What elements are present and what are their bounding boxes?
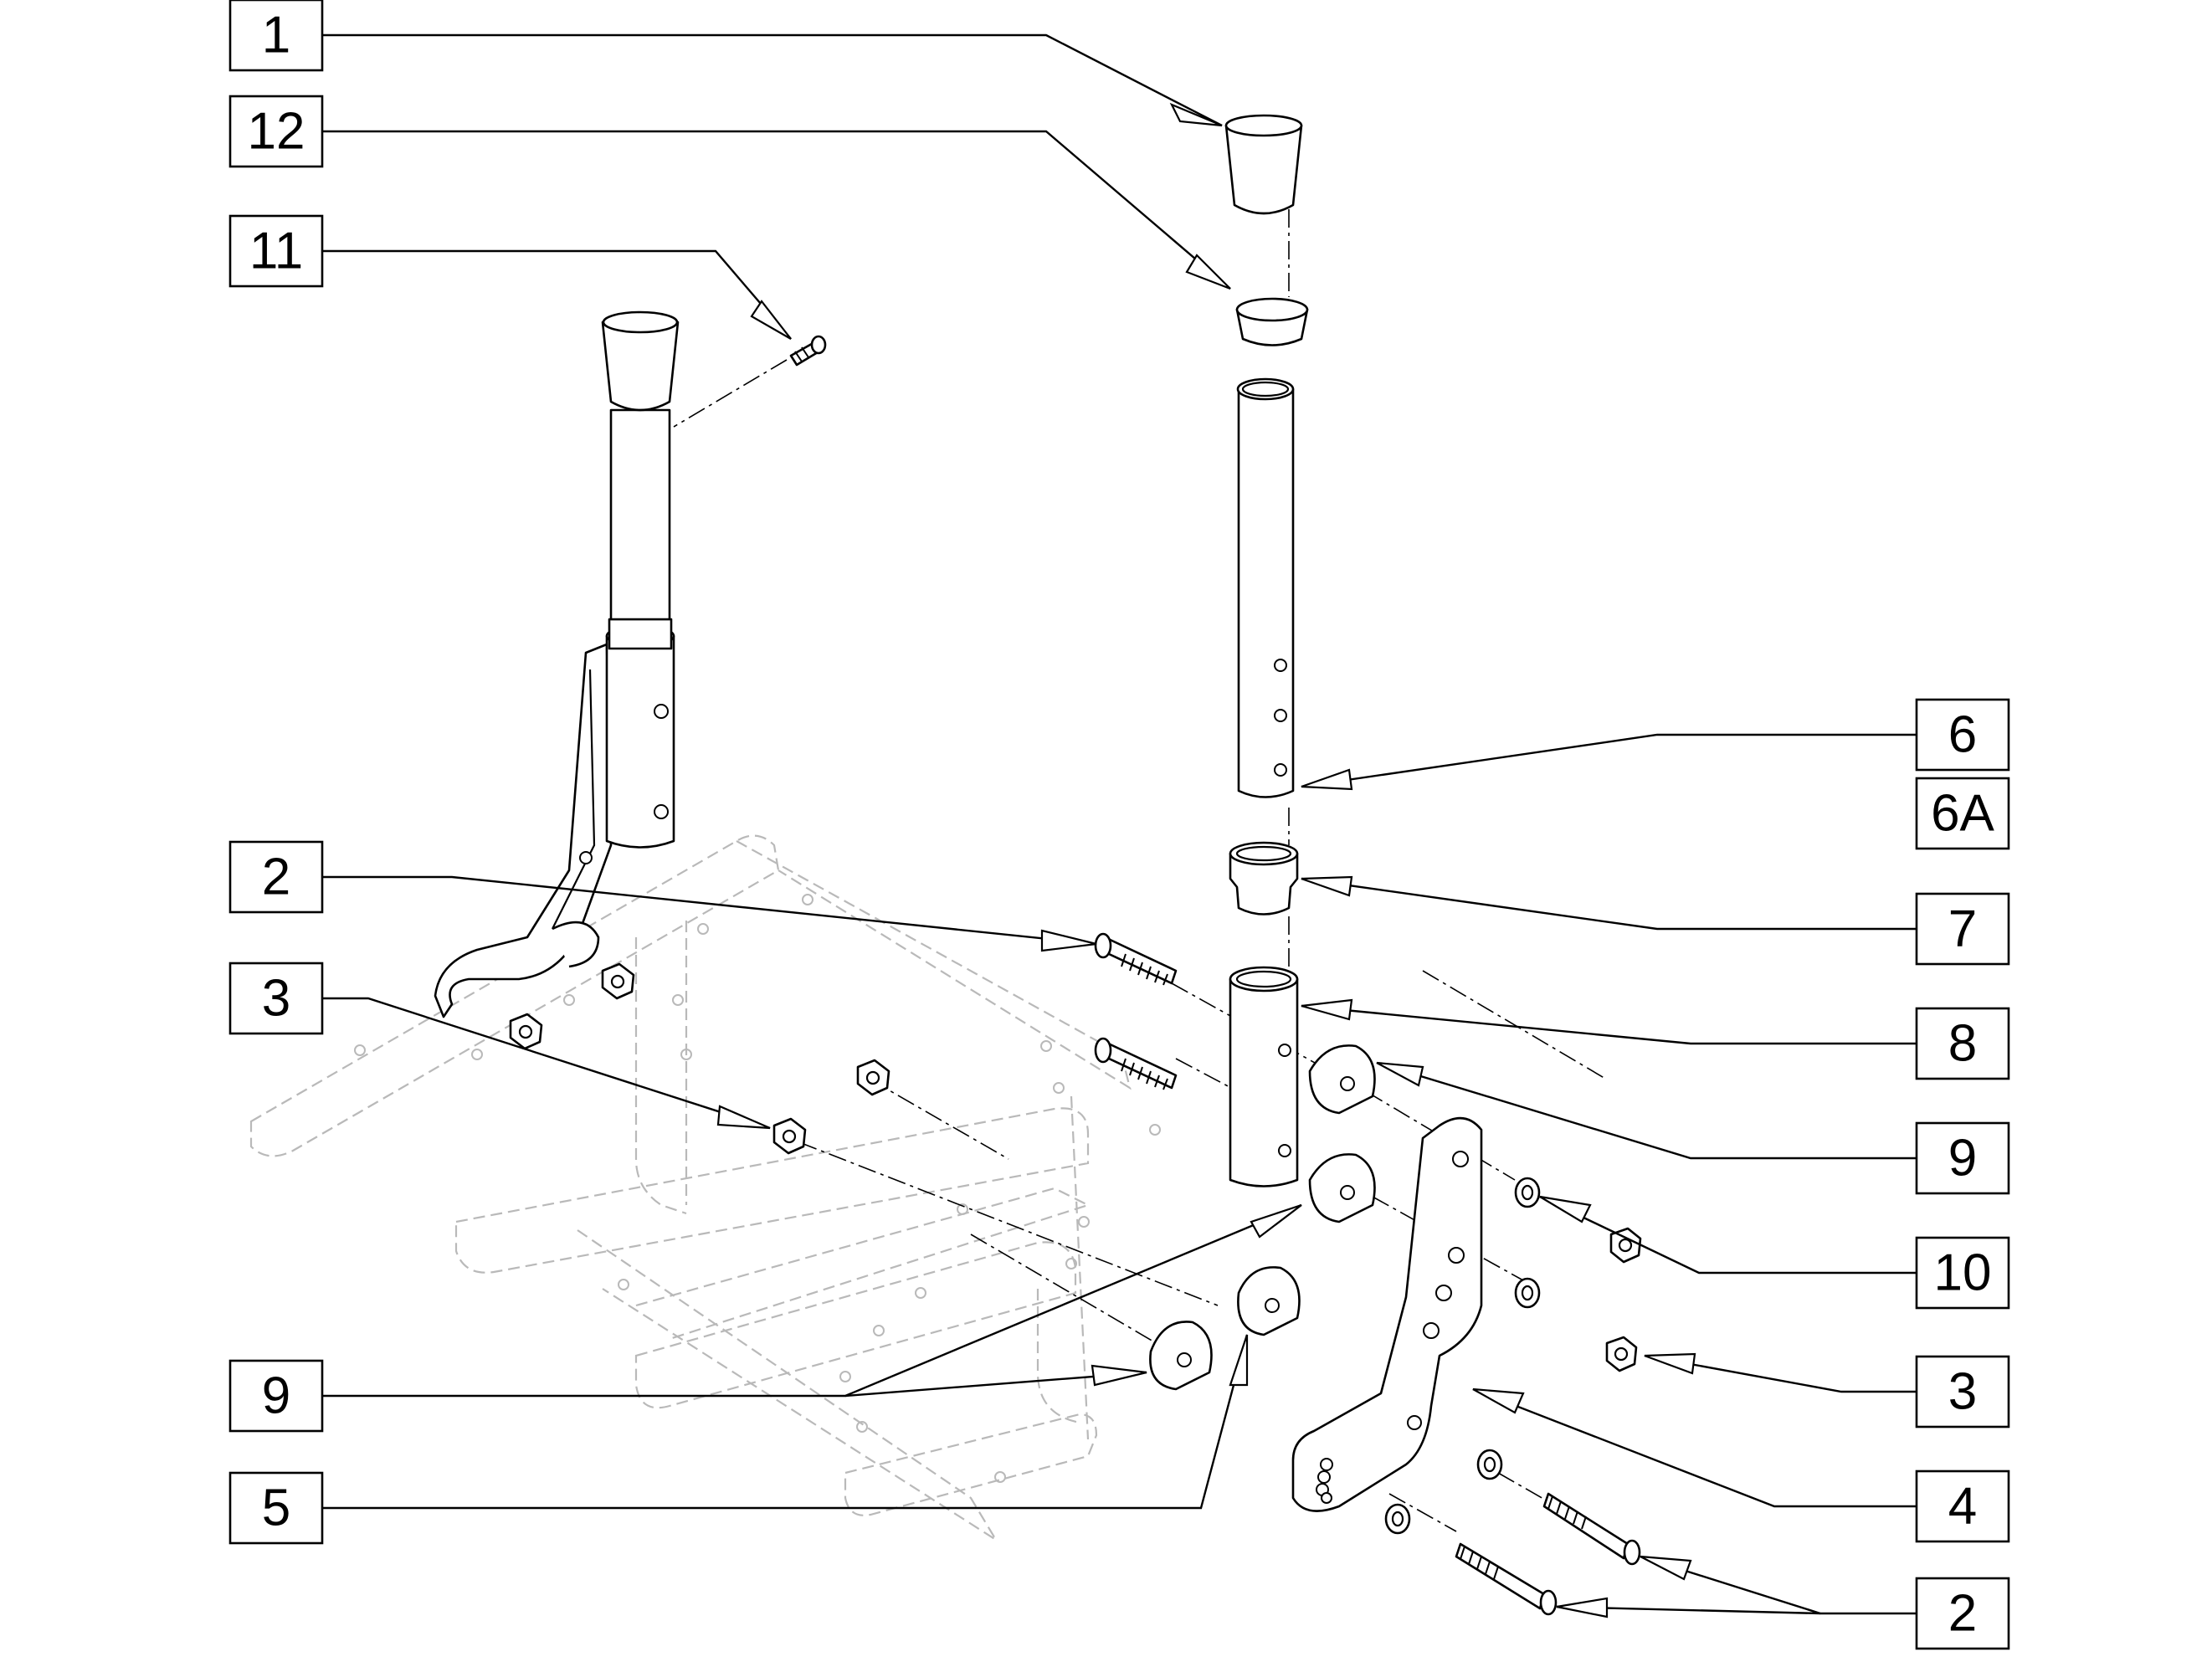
screw-part-11 bbox=[789, 335, 827, 367]
bushing-part-7 bbox=[1229, 841, 1299, 916]
callout-6: 6 bbox=[1915, 698, 2010, 772]
spacer-part-9-lower bbox=[1149, 1321, 1213, 1391]
callout-11: 11 bbox=[228, 214, 324, 288]
bolt-part-2-lower bbox=[1455, 1492, 1641, 1616]
callout-9-left: 9 bbox=[228, 1359, 324, 1433]
bolt-part-2-upper bbox=[1094, 932, 1178, 1090]
callout-12: 12 bbox=[228, 95, 324, 168]
callout-label-6: 6 bbox=[1948, 706, 1977, 764]
leader-lines bbox=[322, 33, 1917, 1618]
callout-label-10: 10 bbox=[1934, 1244, 1992, 1302]
callout-label-11: 11 bbox=[249, 223, 303, 280]
spacer-part-9-upper bbox=[1308, 1044, 1376, 1115]
spacer-part-9-middle bbox=[1308, 1153, 1376, 1223]
callout-2-left: 2 bbox=[228, 840, 324, 914]
callout-label-2-left: 2 bbox=[262, 849, 290, 906]
callout-3-right: 3 bbox=[1915, 1355, 2010, 1428]
callout-label-8: 8 bbox=[1948, 1015, 1977, 1073]
callout-label-7: 7 bbox=[1948, 900, 1977, 958]
assembled-armrest-left bbox=[434, 310, 680, 1018]
callout-3-left: 3 bbox=[228, 962, 324, 1035]
callout-label-6A: 6A bbox=[1931, 785, 1994, 843]
callout-9-right: 9 bbox=[1915, 1121, 2010, 1195]
mounting-plate-part-4 bbox=[1291, 1116, 1483, 1512]
callout-6A: 6A bbox=[1915, 777, 2010, 850]
callout-label-1: 1 bbox=[262, 7, 290, 64]
callout-2-right: 2 bbox=[1915, 1577, 2010, 1650]
callout-7: 7 bbox=[1915, 892, 2010, 966]
nut-part-3-left bbox=[509, 962, 890, 1155]
nut-part-3-right bbox=[1605, 1227, 1642, 1372]
receiver-tube-part-8 bbox=[1229, 966, 1299, 1187]
callout-label-12: 12 bbox=[248, 103, 305, 161]
callout-label-2-right: 2 bbox=[1948, 1585, 1977, 1643]
callout-8: 8 bbox=[1915, 1007, 2010, 1080]
callout-label-5: 5 bbox=[262, 1480, 290, 1537]
callout-label-9-left: 9 bbox=[262, 1367, 290, 1425]
washer-part-10 bbox=[1384, 1177, 1541, 1535]
spacer-part-5 bbox=[1237, 1266, 1301, 1336]
callout-label-4: 4 bbox=[1948, 1478, 1977, 1536]
callout-10: 10 bbox=[1915, 1236, 2010, 1310]
upper-tube-part-6 bbox=[1236, 377, 1295, 798]
callout-4: 4 bbox=[1915, 1470, 2010, 1543]
callout-label-3-right: 3 bbox=[1948, 1363, 1977, 1421]
handle-cap-part-1 bbox=[1224, 114, 1303, 215]
plug-part-12 bbox=[1235, 297, 1309, 346]
callout-1: 1 bbox=[228, 0, 324, 72]
ghost-frame bbox=[249, 834, 1161, 1541]
callout-label-9-right: 9 bbox=[1948, 1130, 1977, 1187]
callout-5: 5 bbox=[228, 1471, 324, 1545]
callout-label-3-left: 3 bbox=[262, 970, 290, 1028]
